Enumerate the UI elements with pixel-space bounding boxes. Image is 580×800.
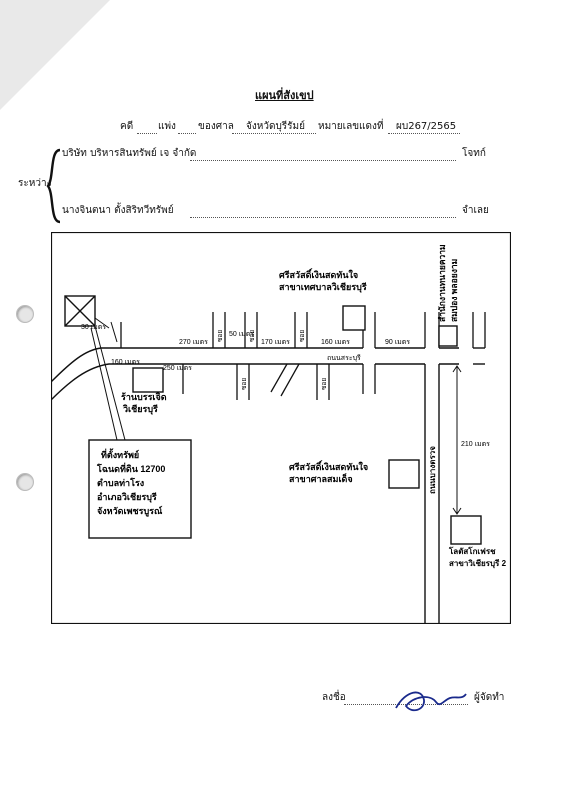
property-line-1: ที่ตั้งทรัพย์ <box>101 448 139 460</box>
distance-50m: 50 เมตร <box>229 331 254 338</box>
location-map: 30 เมตร 160 เมตร 250 เมตร 270 เมตร 50 เม… <box>51 232 511 624</box>
property-line-3: ตำบลท่าโรง <box>97 477 144 488</box>
shop-mid-label-2: สาขาศาลสมเด็จ <box>289 472 353 484</box>
signature-label: ลงชื่อ <box>322 692 346 703</box>
distance-250m: 250 เมตร <box>163 365 192 372</box>
soi-label: ซอย <box>299 330 306 342</box>
leader-line <box>110 321 118 343</box>
punch-hole-bottom <box>16 473 34 491</box>
court-name: จังหวัดบุรีรัมย์ <box>246 121 305 132</box>
case-type: แพ่ง <box>158 121 176 132</box>
vertical-road <box>424 364 440 624</box>
property-marker-cross <box>64 295 96 327</box>
property-line-2: โฉนดที่ดิน 12700 <box>96 462 165 474</box>
dotted-line <box>190 160 456 161</box>
signature-line <box>344 704 468 705</box>
store-label-2: วิเชียรบุรี <box>122 404 158 415</box>
plaintiff-name: บริษัท บริหารสินทรัพย์ เจ จำกัด <box>62 148 197 159</box>
court-prefix: ของศาล <box>198 121 234 132</box>
case-number-label: หมายเลขแดงที่ <box>318 121 384 132</box>
defendant-role: จำเลย <box>462 205 489 216</box>
office-label-1: สำนักงานทนายความ <box>437 244 447 322</box>
distance-210m: 210 เมตร <box>461 441 490 448</box>
arrowhead <box>452 507 462 515</box>
defendant-name: นางจินตนา ตั้งสิริทวีทรัพย์ <box>62 205 174 216</box>
property-leader-line <box>90 327 118 441</box>
dotted-line <box>137 133 157 134</box>
lotus-building <box>450 515 482 545</box>
property-line-5: จังหวัดเพชรบูรณ์ <box>97 505 163 517</box>
road-vertical-label: ถนนบางตรวจ <box>428 446 437 494</box>
signature-role: ผู้จัดทำ <box>474 692 505 703</box>
soi-label: ซอย <box>321 378 328 390</box>
road-main-label: ถนนสระบุรี <box>327 354 361 362</box>
distance-270m: 270 เมตร <box>179 339 208 346</box>
signature-mark <box>395 691 467 712</box>
punch-hole-top <box>16 305 34 323</box>
soi-label: ซอย <box>217 330 224 342</box>
folded-corner <box>0 0 110 110</box>
curly-bracket <box>46 148 61 224</box>
property-line-4: อำเภอวิเชียรบุรี <box>97 492 157 503</box>
store-label-1: ร้านบรรเจิด <box>121 392 167 402</box>
shop-mid-label-1: ศรีสวัสดิ์เงินสดทันใจ <box>289 460 368 472</box>
plaintiff-role: โจทก์ <box>462 148 486 159</box>
distance-30m: 30 เมตร <box>81 324 106 331</box>
case-number: ผบ267/2565 <box>396 121 457 132</box>
distance-160m-b: 160 เมตร <box>321 339 350 346</box>
soi-lines-south <box>182 363 376 400</box>
dotted-line <box>388 133 460 134</box>
shop-mid-building <box>388 459 420 489</box>
lotus-label-2: สาขาวิเชียรบุรี 2 <box>449 558 507 569</box>
soi-label: ซอย <box>241 378 248 390</box>
shop-left-label-1: ศรีสวัสดิ์เงินสดทันใจ <box>279 268 358 280</box>
dotted-line <box>178 133 196 134</box>
office-building <box>438 325 458 347</box>
lotus-label-1: โลตัสโกเฟรช <box>448 546 496 556</box>
soi-label: ซอย <box>249 330 256 342</box>
map-frame <box>51 232 511 624</box>
distance-90m: 90 เมตร <box>385 339 410 346</box>
property-leader-line <box>94 325 126 441</box>
shop-left-label-2: สาขาเทศบาลวิเชียรบุรี <box>279 282 367 293</box>
between-label: ระหว่าง <box>18 178 52 189</box>
dotted-line <box>190 217 456 218</box>
shop-left-building <box>342 305 366 331</box>
distance-160m-a: 160 เมตร <box>111 359 140 366</box>
property-info-box <box>88 439 192 539</box>
document-title: แผนที่สังเขป <box>255 89 314 102</box>
arrowhead <box>452 365 462 373</box>
distance-170m: 170 เมตร <box>261 339 290 346</box>
dotted-line <box>232 133 316 134</box>
office-label-2: สมปอง พลอยงาม <box>449 259 459 322</box>
arrow-30m <box>94 317 110 329</box>
case-prefix: คดี <box>120 121 134 132</box>
store-building <box>132 367 164 393</box>
